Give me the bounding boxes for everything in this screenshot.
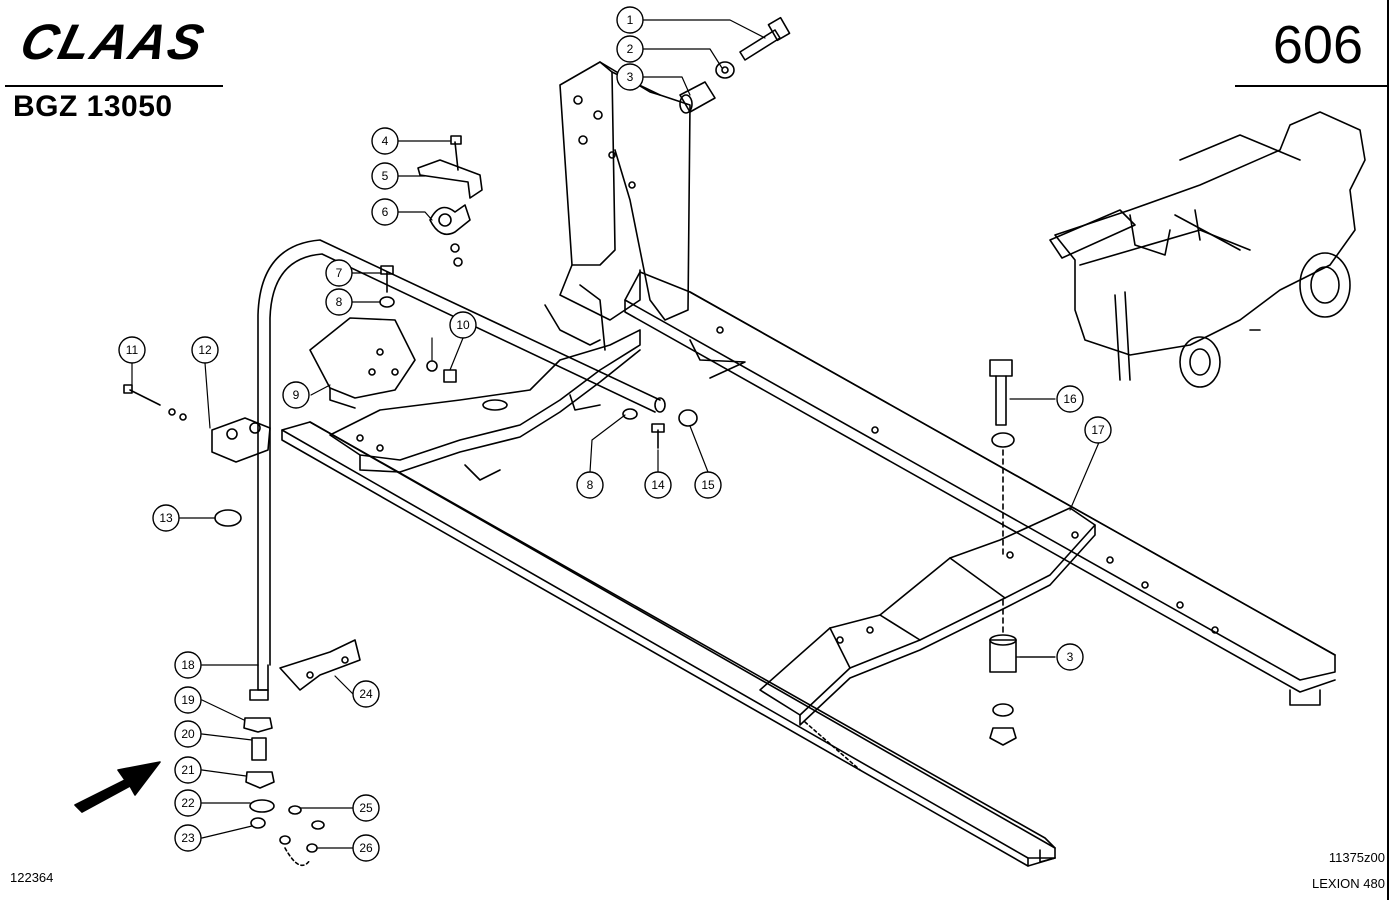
callout-22: 22 bbox=[174, 789, 202, 817]
callout-12: 12 bbox=[191, 336, 219, 364]
header-rule-left bbox=[5, 85, 223, 87]
combine-harvester-illustration bbox=[1049, 111, 1366, 388]
frame-rails bbox=[281, 271, 1336, 867]
hydraulic-pipe bbox=[249, 239, 666, 701]
callout-label: 20 bbox=[181, 727, 195, 741]
callout-2: 2 bbox=[616, 35, 644, 63]
callout-21: 21 bbox=[174, 756, 202, 784]
callout-15: 15 bbox=[694, 471, 722, 499]
callout-label: 16 bbox=[1063, 392, 1077, 406]
sheet-id: 122364 bbox=[10, 870, 54, 885]
upright-bracket bbox=[544, 61, 746, 379]
callout-3: 3 bbox=[1056, 643, 1084, 671]
callout-label: 24 bbox=[359, 687, 373, 701]
callout-17: 17 bbox=[1084, 416, 1112, 444]
callout-label: 3 bbox=[627, 70, 634, 84]
callout-3: 3 bbox=[616, 63, 644, 91]
machine-model: LEXION 480 bbox=[1312, 876, 1385, 891]
callout-label: 3 bbox=[1067, 650, 1074, 664]
drawing-reference: 11375z00 bbox=[1328, 850, 1385, 865]
callout-8: 8 bbox=[325, 288, 353, 316]
callout-label: 19 bbox=[181, 693, 195, 707]
callouts bbox=[131, 19, 1101, 849]
callout-label: 17 bbox=[1091, 423, 1105, 437]
callout-label: 6 bbox=[382, 205, 389, 219]
callout-label: 9 bbox=[293, 388, 300, 402]
crossmember bbox=[716, 326, 1219, 771]
callout-24: 24 bbox=[352, 680, 380, 708]
callout-19: 19 bbox=[174, 686, 202, 714]
callout-label: 11 bbox=[126, 343, 139, 357]
callout-label: 8 bbox=[336, 295, 343, 309]
callout-8: 8 bbox=[576, 471, 604, 499]
callout-label: 25 bbox=[359, 801, 373, 815]
callout-1: 1 bbox=[616, 6, 644, 34]
page-number: 606 bbox=[1272, 15, 1363, 75]
callout-14: 14 bbox=[644, 471, 672, 499]
callout-18: 18 bbox=[174, 651, 202, 679]
front-crossmember bbox=[329, 329, 641, 481]
callout-label: 21 bbox=[181, 763, 195, 777]
callout-label: 10 bbox=[456, 318, 470, 332]
callout-label: 1 bbox=[627, 13, 634, 27]
callout-label: 23 bbox=[181, 831, 195, 845]
callout-16: 16 bbox=[1056, 385, 1084, 413]
callout-label: 13 bbox=[159, 511, 173, 525]
callout-label: 2 bbox=[627, 42, 634, 56]
callout-label: 8 bbox=[587, 478, 594, 492]
callout-9: 9 bbox=[282, 381, 310, 409]
callout-7: 7 bbox=[325, 259, 353, 287]
callout-26: 26 bbox=[352, 834, 380, 862]
callout-label: 22 bbox=[181, 796, 195, 810]
callout-label: 4 bbox=[382, 134, 389, 148]
callout-10: 10 bbox=[449, 311, 477, 339]
callout-label: 18 bbox=[181, 658, 195, 672]
callout-4: 4 bbox=[371, 127, 399, 155]
callout-11: 11 bbox=[118, 336, 146, 364]
callout-label: 26 bbox=[359, 841, 373, 855]
callout-label: 12 bbox=[198, 343, 212, 357]
callout-label: 14 bbox=[651, 478, 665, 492]
header-rule-right bbox=[1235, 85, 1388, 87]
callout-20: 20 bbox=[174, 720, 202, 748]
callout-13: 13 bbox=[152, 504, 180, 532]
callout-label: 15 bbox=[701, 478, 715, 492]
callout-25: 25 bbox=[352, 794, 380, 822]
callout-5: 5 bbox=[371, 162, 399, 190]
model-code: BGZ 13050 bbox=[13, 90, 173, 123]
small-parts bbox=[74, 16, 1017, 867]
callout-23: 23 bbox=[174, 824, 202, 852]
callout-label: 7 bbox=[336, 266, 343, 280]
page-border-right bbox=[1387, 0, 1389, 900]
callout-label: 5 bbox=[382, 169, 389, 183]
callout-6: 6 bbox=[371, 198, 399, 226]
